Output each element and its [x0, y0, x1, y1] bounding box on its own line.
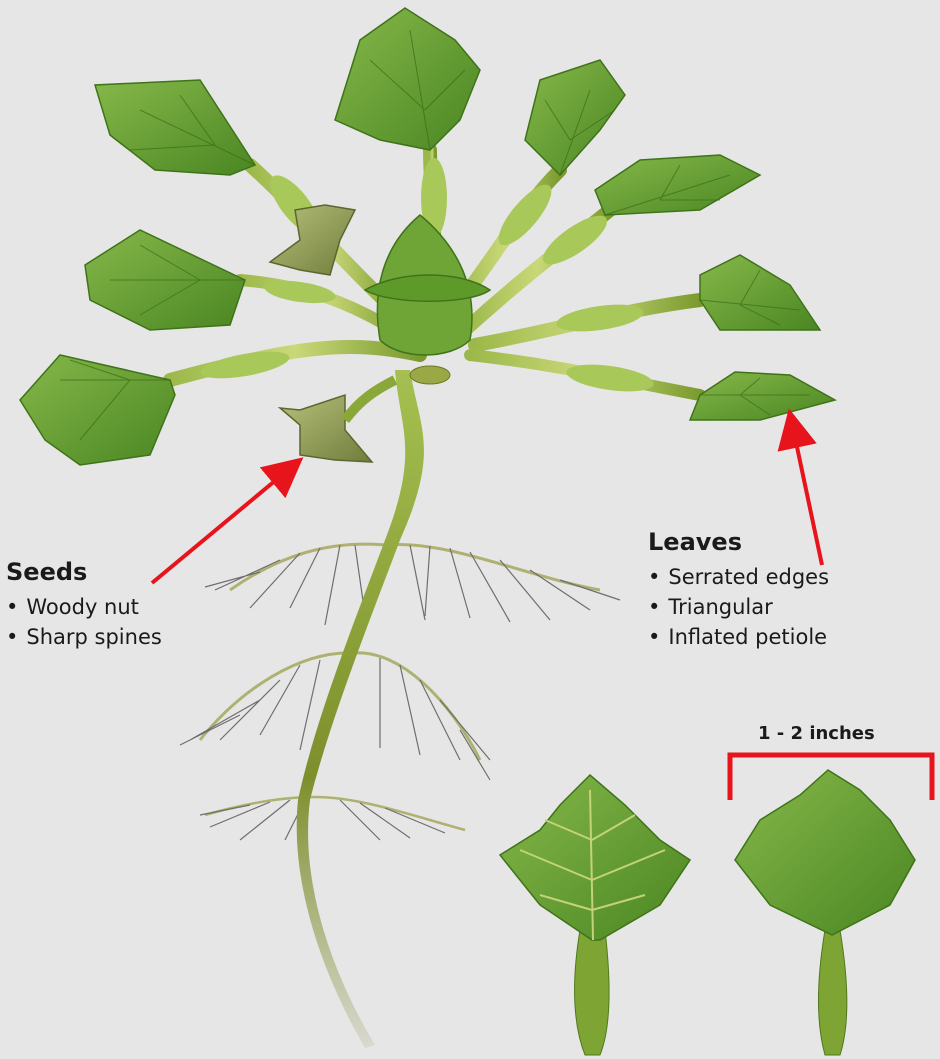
detail-leaf-plain [735, 770, 915, 1055]
leaf-blade-upper-right [525, 60, 625, 175]
leaves-points: Serrated edges Triangular Inflated petio… [648, 562, 829, 652]
leaves-point: Serrated edges [648, 562, 829, 592]
seeds-point: Woody nut [6, 592, 162, 622]
seeds-points: Woody nut Sharp spines [6, 592, 162, 652]
main-stem [297, 370, 424, 1048]
leaf-blade-lower-right [700, 255, 820, 330]
root-cluster-bottom [200, 797, 465, 840]
leaf-blade-right [595, 155, 760, 215]
scale-label: 1 - 2 inches [758, 723, 875, 744]
seeds-callout: Seeds Woody nut Sharp spines [6, 558, 162, 652]
leaf-rosette [20, 8, 835, 465]
leaf-blade-far-left [20, 355, 175, 465]
leaves-callout: Leaves Serrated edges Triangular Inflate… [648, 528, 829, 652]
seeds-point: Sharp spines [6, 622, 162, 652]
stem-node [410, 366, 450, 384]
leaves-heading: Leaves [648, 528, 829, 556]
leaf-blade-bottom-right [690, 372, 835, 420]
seeds [270, 205, 395, 462]
leaves-point: Triangular [648, 592, 829, 622]
leaf-blade-upper-left [95, 80, 255, 175]
detail-leaf-veined [500, 775, 690, 1055]
seeds-heading: Seeds [6, 558, 162, 586]
root-cluster-top [205, 544, 620, 625]
leaves-point: Inflated petiole [648, 622, 829, 652]
roots [180, 544, 620, 840]
leaf-blade-top [335, 8, 480, 150]
